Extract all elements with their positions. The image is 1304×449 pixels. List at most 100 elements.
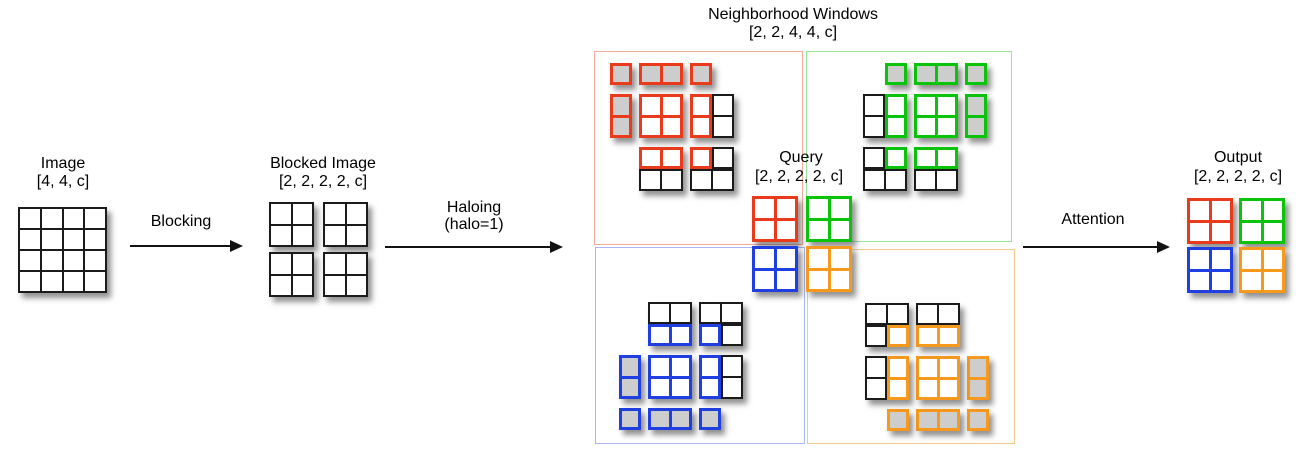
grid-cell (939, 379, 957, 397)
blocked-image-title: Blocked Image (270, 155, 376, 172)
grid-cell (41, 272, 62, 291)
neighbor-plain-cell (721, 324, 743, 346)
grid-cell (346, 275, 366, 295)
neighbor-plain-cell (863, 147, 885, 169)
grid-cell (20, 209, 40, 228)
grid-cell (867, 327, 885, 345)
blocked-image-shape-label: [2, 2, 2, 2, c] (278, 173, 368, 190)
window-cell (699, 324, 721, 346)
grid-cell (1211, 271, 1230, 290)
grid-cell (890, 359, 906, 377)
grid-cell (662, 66, 680, 82)
grid-cell (867, 358, 885, 377)
grid-cell (651, 411, 669, 427)
halo-cell (885, 63, 907, 85)
grid-cell (85, 272, 105, 291)
grid-cell (693, 150, 709, 166)
grid-cell (702, 378, 718, 396)
grid-cell (937, 171, 956, 189)
grid-cell (714, 96, 732, 115)
grid-cell (830, 249, 849, 268)
grid-cell (888, 97, 904, 115)
halo-cells (610, 94, 632, 138)
grid-cell (662, 171, 681, 189)
output-cells (1239, 247, 1285, 293)
grid-cell (650, 304, 669, 322)
neighbor-plain-cells (721, 355, 743, 399)
grid-cell (714, 149, 732, 167)
grid-cell (970, 359, 986, 377)
grid-cell (830, 270, 849, 289)
grid-cell (865, 117, 883, 136)
neighbor-plain-cells (863, 169, 907, 191)
halo-cell (967, 409, 989, 431)
grid-cell (723, 357, 741, 376)
grid-cell (651, 378, 669, 396)
grid-cell (917, 117, 935, 135)
grid-cell (41, 251, 62, 270)
grid-cell (714, 117, 732, 136)
grid-cell (937, 66, 955, 82)
grid-cell (702, 358, 718, 376)
query-shape-label: [2, 2, 2, 2, c] (754, 168, 844, 185)
output-cells (1239, 198, 1285, 244)
blocked-block-grid-3 (323, 252, 368, 297)
grid-cell (325, 254, 345, 274)
grid-cell (292, 254, 312, 274)
halo-cell (690, 63, 712, 85)
grid-cell (890, 379, 906, 397)
grid-cell (662, 97, 680, 115)
blocking-arrowhead-icon (230, 240, 243, 252)
neighbor-plain-cell (712, 147, 734, 169)
grid-cell (919, 412, 937, 428)
grid-cell (622, 378, 638, 396)
grid-cell (1242, 201, 1261, 220)
grid-cell (662, 150, 680, 166)
grid-cell (1190, 222, 1209, 241)
grid-cell (1211, 222, 1230, 241)
query-cells (752, 246, 798, 292)
grid-cell (916, 171, 935, 189)
grid-cell (651, 327, 669, 343)
grid-cell (1190, 271, 1209, 290)
window-cells (639, 147, 683, 169)
output-title: Output (1213, 149, 1263, 166)
blocked-block-grid-1 (323, 202, 368, 247)
window-cells (887, 356, 909, 400)
grid-cell (671, 378, 689, 396)
grid-cell (890, 412, 906, 428)
grid-cell (809, 220, 828, 239)
grid-cell (1190, 201, 1209, 220)
grid-cell (642, 97, 660, 115)
window-cells (885, 94, 907, 138)
bottom-left-neighborhood-window-box (595, 247, 805, 444)
grid-cell (968, 66, 984, 82)
grid-cell (776, 199, 795, 218)
halo-cells (965, 94, 987, 138)
grid-cell (702, 327, 718, 343)
neighbor-plain-cells (865, 303, 909, 325)
grid-cell (346, 204, 366, 224)
grid-cell (693, 97, 709, 115)
window-cell (690, 147, 712, 169)
neighborhood-windows-title: Neighborhood Windows (708, 6, 878, 23)
grid-cell (723, 326, 741, 344)
grid-cell (809, 270, 828, 289)
neighbor-plain-cells (865, 356, 887, 400)
neighbor-plain-cells (914, 169, 958, 191)
blocked-block-grid-0 (269, 202, 314, 247)
halo-cell (699, 408, 721, 430)
haloing-arrow-line (385, 246, 551, 248)
grid-cell (919, 379, 937, 397)
query-cells (806, 196, 852, 242)
grid-cell (292, 204, 312, 224)
window-cells (648, 324, 692, 346)
grid-cell (886, 171, 905, 189)
grid-cell (693, 66, 709, 82)
grid-cell (867, 305, 886, 323)
output-cells (1187, 198, 1233, 244)
grid-cell (1263, 201, 1282, 220)
grid-cell (63, 272, 84, 291)
attention-arrow-line (1023, 246, 1158, 248)
haloing-arrowhead-icon (550, 241, 563, 253)
